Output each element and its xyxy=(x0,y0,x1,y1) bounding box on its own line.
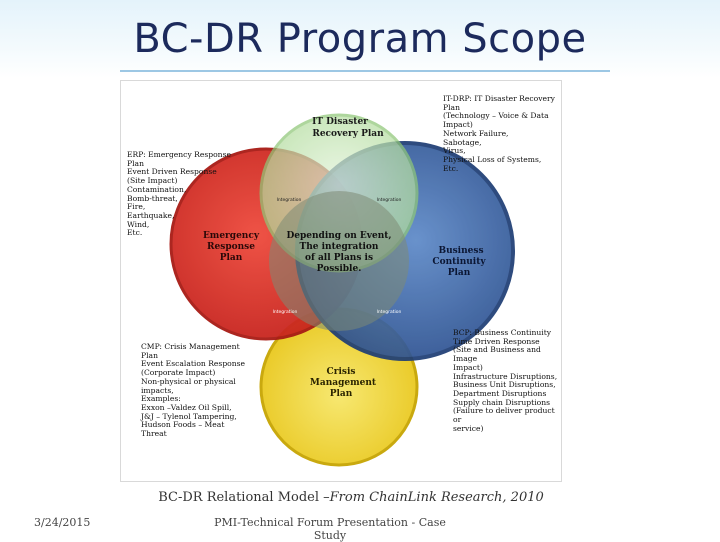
note-erp: ERP: Emergency Response Plan Event Drive… xyxy=(127,150,231,238)
diagram-caption: BC-DR Relational Model –From ChainLink R… xyxy=(120,490,582,505)
note-cmp: CMP: Crisis Management Plan Event Escala… xyxy=(141,342,246,439)
bcp-plan-label-3: Plan xyxy=(448,268,471,278)
erp-plan-label-2: Response xyxy=(207,242,255,252)
integration-label-top-left: Integration xyxy=(277,197,302,203)
integration-center-overlay xyxy=(269,191,409,331)
cmp-plan-label-2: Management xyxy=(310,378,377,388)
diagram-frame: IT Disaster Recovery Plan Emergency Resp… xyxy=(120,80,562,482)
slide-title: BC-DR Program Scope xyxy=(133,16,587,62)
caption-source: From ChainLink Research, 2010 xyxy=(329,490,544,505)
slide-date: 3/24/2015 xyxy=(34,516,91,529)
center-text-1: Depending on Event, xyxy=(286,231,391,241)
integration-label-bottom-right: Integration xyxy=(377,309,402,315)
erp-plan-label-3: Plan xyxy=(220,253,243,263)
bcp-plan-label-2: Continuity xyxy=(432,257,486,267)
it-plan-label: IT Disaster xyxy=(312,117,368,127)
cmp-plan-label-1: Crisis xyxy=(327,367,356,377)
cmp-plan-label-3: Plan xyxy=(330,389,353,399)
integration-label-top-right: Integration xyxy=(377,197,402,203)
center-text-2: The integration xyxy=(300,242,379,252)
integration-label-bottom-left: Integration xyxy=(273,309,298,315)
caption-prefix: BC-DR Relational Model – xyxy=(158,490,330,505)
venn-diagram: IT Disaster Recovery Plan Emergency Resp… xyxy=(169,113,515,467)
title-divider xyxy=(120,70,610,72)
note-it-drp: IT-DRP: IT Disaster Recovery Plan (Techn… xyxy=(443,94,555,173)
bcp-plan-label-1: Business xyxy=(438,246,483,256)
note-bcp: BCP: Business Continuity Time Driven Res… xyxy=(453,328,558,433)
center-text-4: Possible. xyxy=(317,264,362,274)
header-band xyxy=(0,0,720,78)
center-text-3: of all Plans is xyxy=(305,253,373,263)
erp-plan-label-1: Emergency xyxy=(203,231,260,241)
slide-footer: PMI-Technical Forum Presentation - Case … xyxy=(214,516,446,542)
it-plan-label-2: Recovery Plan xyxy=(312,129,384,139)
